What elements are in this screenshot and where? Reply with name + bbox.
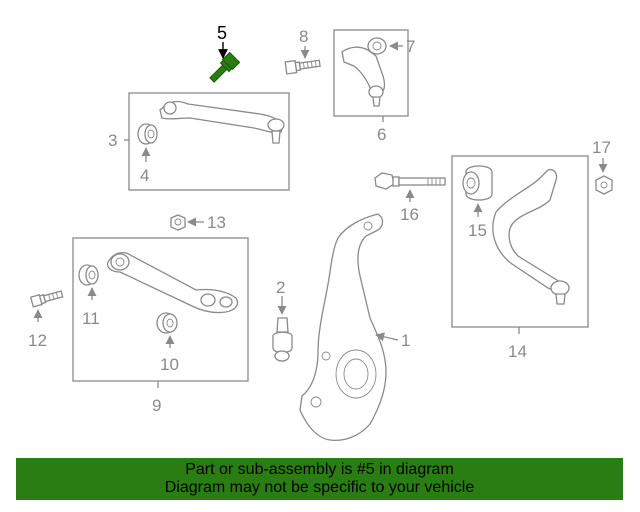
callout-3: 3 [108, 131, 117, 150]
bushing-4 [137, 123, 158, 145]
callout-box-3 [128, 92, 290, 191]
bolt-16: 16 [374, 172, 446, 224]
callout-15: 15 [468, 221, 487, 240]
callout-14: 14 [508, 342, 527, 361]
callout-13: 13 [207, 213, 226, 232]
bushing-10 [156, 312, 178, 334]
callout-5: 5 [217, 23, 227, 43]
bolt-8: 8 [284, 27, 321, 75]
callout-7: 7 [406, 37, 415, 56]
callout-6: 6 [377, 125, 386, 144]
bushing-15 [462, 165, 493, 201]
upper-front-control-arm [341, 46, 386, 95]
upper-rear-arm-group: 3 4 [108, 92, 290, 191]
callout-box-14 [451, 155, 589, 328]
callout-8: 8 [299, 27, 308, 46]
knuckle-1: 1 [299, 213, 410, 442]
callout-box-9 [72, 237, 249, 382]
callout-12: 12 [28, 331, 47, 350]
ball-joint-stud [271, 130, 281, 144]
upper-front-arm-group: 7 6 [333, 29, 415, 144]
callout-17: 17 [592, 138, 611, 157]
callout-1: 1 [401, 331, 410, 350]
ball-joint-2: 2 [272, 278, 293, 362]
banner-line-2: Diagram may not be specific to your vehi… [164, 479, 475, 496]
callout-2: 2 [276, 278, 285, 297]
lower-rear-control-arm [492, 168, 566, 293]
callout-box-6 [333, 29, 409, 117]
lower-arm-group: 11 10 9 [72, 237, 249, 415]
bushing-11 [78, 264, 99, 286]
info-banner: Part or sub-assembly is #5 in diagram Di… [16, 458, 623, 500]
callout-4: 4 [140, 166, 149, 185]
bolt-12: 12 [28, 290, 64, 350]
steering-knuckle [299, 213, 387, 442]
upper-rear-control-arm [159, 100, 284, 134]
callout-10: 10 [160, 355, 179, 374]
arm-ball-joint [267, 118, 285, 132]
bolt-5[interactable]: 5 [207, 23, 241, 85]
arm-bushing-eye [163, 101, 177, 115]
bushing-7 [367, 37, 387, 55]
upper-ball-joint [368, 85, 384, 99]
banner-line-1: Part or sub-assembly is #5 in diagram [185, 461, 454, 478]
callout-9: 9 [152, 396, 161, 415]
lower-rear-arm-group: 15 14 [451, 155, 589, 361]
nut-17: 17 [592, 138, 613, 195]
callout-11: 11 [82, 309, 100, 328]
callout-16: 16 [400, 205, 419, 224]
nut-13: 13 [170, 213, 226, 232]
